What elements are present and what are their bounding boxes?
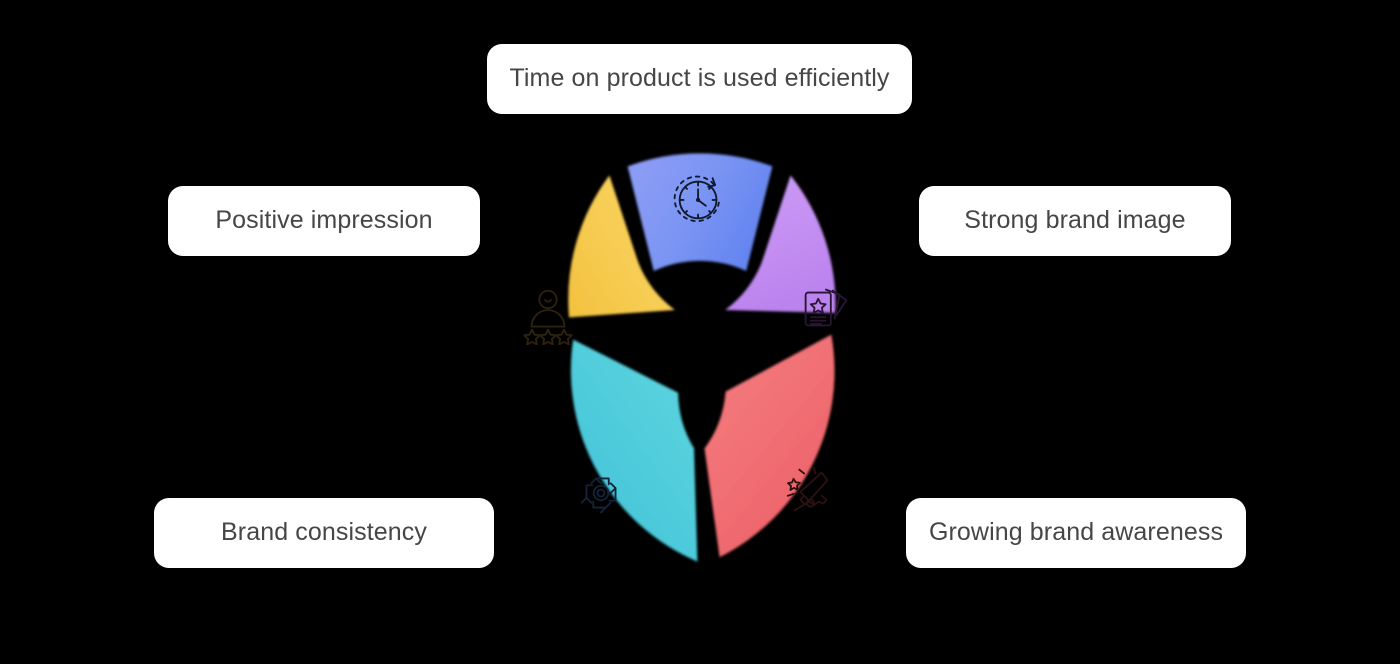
label-time-efficiency[interactable]: Time on product is used efficiently xyxy=(487,44,912,114)
label-brand-consistency-text: Brand consistency xyxy=(221,518,427,547)
label-strong-brand-image[interactable]: Strong brand image xyxy=(919,186,1231,256)
donut-ring-svg xyxy=(568,153,836,562)
segment-strong-brand-image[interactable] xyxy=(725,175,836,313)
segment-growing-brand-awareness[interactable] xyxy=(704,334,835,558)
segment-positive-impression[interactable] xyxy=(568,175,675,318)
label-growing-brand-awareness-text: Growing brand awareness xyxy=(928,518,1224,547)
label-brand-consistency[interactable]: Brand consistency xyxy=(154,498,494,568)
label-positive-impression[interactable]: Positive impression xyxy=(168,186,480,256)
segment-brand-consistency[interactable] xyxy=(570,339,698,562)
label-positive-impression-text: Positive impression xyxy=(215,206,433,235)
label-time-efficiency-text: Time on product is used efficiently xyxy=(509,64,890,93)
segment-time-efficiency[interactable] xyxy=(627,153,773,271)
donut-ring xyxy=(470,130,930,590)
label-strong-brand-image-text: Strong brand image xyxy=(964,206,1186,235)
label-growing-brand-awareness[interactable]: Growing brand awareness xyxy=(906,498,1246,568)
